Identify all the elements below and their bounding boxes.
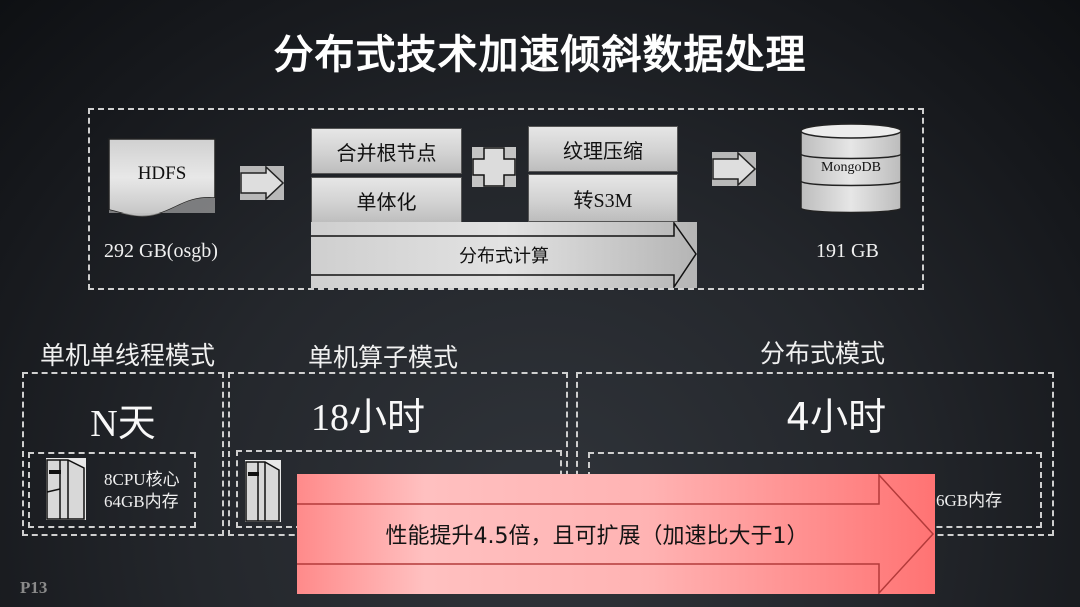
server-tower-icon <box>245 460 281 522</box>
page-number: P13 <box>20 578 48 597</box>
speedup-highlight-text: 性能提升4.5倍，且可扩展（加速比大于1） <box>385 524 809 549</box>
speedup-highlight-arrow <box>297 473 935 595</box>
arrow-right-icon <box>240 165 285 201</box>
pipeline-frame <box>88 108 924 290</box>
step-singulation: 单体化 <box>311 177 462 224</box>
step-convert-s3m: 转S3M <box>528 174 678 222</box>
mode-time-operator: 18小时 <box>310 397 425 439</box>
hdfs-document-icon <box>108 138 216 228</box>
hdfs-label: HDFS <box>137 163 187 184</box>
plus-icon <box>472 147 516 187</box>
distributed-compute-arrow <box>311 220 697 290</box>
mode-title-operator: 单机算子模式 <box>308 343 459 372</box>
machine-spec-box <box>28 452 196 528</box>
mode-time-distributed: 4小时 <box>785 395 887 439</box>
source-size: 292 GB(osgb) <box>104 240 218 262</box>
slide-title: 分布式技术加速倾斜数据处理 <box>273 32 807 78</box>
spec-memory: 64GB内存 <box>104 492 179 511</box>
mode-card-single-thread <box>22 372 224 536</box>
arrow-right-icon <box>712 151 757 187</box>
mode-time-single-thread: N天 <box>90 403 156 445</box>
mongodb-label: MongoDB <box>821 160 881 175</box>
mongodb-database-icon <box>800 122 902 216</box>
distributed-compute-label: 分布式计算 <box>459 246 549 267</box>
target-size: 191 GB <box>816 240 879 262</box>
server-tower-icon <box>46 458 86 520</box>
step-texture-compression: 纹理压缩 <box>528 126 678 172</box>
spec-memory-partial: 6GB内存 <box>936 491 1003 510</box>
spec-cpu: 8CPU核心 <box>104 470 180 489</box>
mode-title-distributed: 分布式模式 <box>760 339 886 368</box>
mode-title-single-thread: 单机单线程模式 <box>40 341 216 370</box>
step-merge-root-node: 合并根节点 <box>311 128 462 174</box>
